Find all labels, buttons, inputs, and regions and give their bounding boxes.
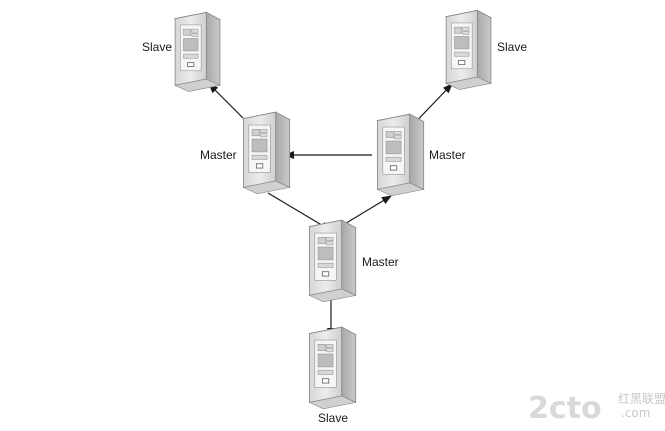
edge-master-left-to-slave-top-left [208, 83, 244, 119]
node-slave-bottom: Slave [308, 326, 357, 425]
node-label: Master [362, 255, 399, 269]
node-label: Slave [318, 411, 348, 425]
node-label: Master [429, 148, 466, 162]
server-icon [174, 11, 221, 93]
server-icon [242, 111, 291, 195]
node-label: Master [200, 148, 237, 162]
edge-master-left-to-master-center [267, 192, 331, 231]
node-label: Slave [497, 40, 527, 54]
node-master-right: Master [376, 113, 466, 197]
server-icon [445, 9, 492, 91]
node-slave-top-left: Slave [142, 11, 221, 93]
server-icon [376, 113, 425, 197]
watermark-cn: 红黑联盟 [618, 391, 665, 406]
watermark-tld: .com [621, 406, 650, 420]
watermark-brand: 2cto [528, 391, 602, 426]
server-icon [308, 219, 357, 303]
watermark: 2cto 红黑联盟 .com [528, 391, 665, 426]
node-label: Slave [142, 40, 172, 54]
node-master-left: Master [200, 111, 291, 195]
node-slave-top-right: Slave [445, 9, 527, 91]
server-icon [308, 326, 357, 410]
node-master-center: Master [308, 219, 399, 303]
